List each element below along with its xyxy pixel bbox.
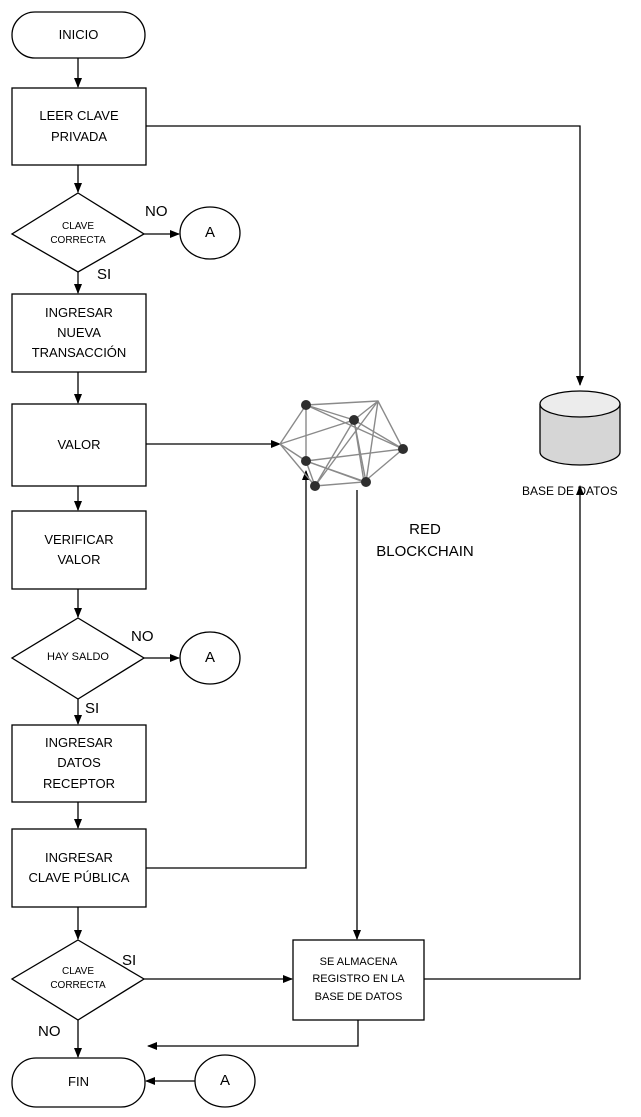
clave-correcta-1-label: CLAVE CORRECTA bbox=[50, 220, 106, 247]
arrow-leer-database bbox=[146, 125, 584, 386]
branch-si-1: SI bbox=[97, 266, 112, 283]
fin-label: FIN bbox=[68, 1074, 89, 1090]
inicio-label: INICIO bbox=[58, 26, 99, 42]
blockchain-network-icon bbox=[279, 400, 408, 491]
connector-a3-label: A bbox=[219, 1072, 230, 1090]
verificar-valor-box bbox=[11, 510, 147, 590]
hay-saldo-label: HAY SALDO bbox=[47, 651, 109, 664]
clave-correcta-2-label: CLAVE CORRECTA bbox=[50, 965, 106, 992]
branch-no-2: NO bbox=[131, 628, 154, 645]
branch-no-1: NO bbox=[145, 203, 168, 220]
valor-box bbox=[11, 403, 147, 487]
almacena-box bbox=[292, 939, 425, 1021]
ingresar-datos-label: INGRESAR DATOS RECEPTOR bbox=[43, 735, 115, 791]
arrow-almacena-database bbox=[424, 485, 584, 980]
leer-clave-label: LEER CLAVE PRIVADA bbox=[39, 108, 119, 144]
branch-si-2: SI bbox=[85, 700, 100, 717]
ingresar-transaccion-box bbox=[11, 293, 147, 373]
arrow-clavepub-blockchain bbox=[146, 470, 310, 869]
branch-si-3: SI bbox=[122, 952, 137, 969]
verificar-valor-label: VERIFICAR VALOR bbox=[44, 531, 114, 567]
ingresar-clave-publica-label: INGRESAR CLAVE PÚBLICA bbox=[28, 849, 130, 885]
database-icon bbox=[539, 390, 621, 466]
ingresar-clave-publica-box bbox=[11, 828, 147, 908]
valor-label: VALOR bbox=[57, 436, 101, 452]
ingresar-datos-box bbox=[11, 724, 147, 803]
leer-clave-box bbox=[11, 87, 147, 166]
connector-a2-circle bbox=[179, 631, 241, 685]
branch-no-3: NO bbox=[38, 1023, 61, 1040]
connector-a1-circle bbox=[179, 206, 241, 260]
red-blockchain-label: RED BLOCKCHAIN bbox=[376, 521, 474, 560]
ingresar-transaccion-label: INGRESAR NUEVA TRANSACCIÓN bbox=[31, 304, 127, 361]
almacena-label: SE ALMACENA REGISTRO EN LA BASE DE DATOS bbox=[312, 955, 405, 1003]
arrow-almacena-back bbox=[147, 1020, 359, 1050]
connector-a1-label: A bbox=[204, 224, 215, 242]
connector-a2-label: A bbox=[204, 649, 215, 667]
database-label: BASE DE DATOS bbox=[522, 484, 618, 498]
